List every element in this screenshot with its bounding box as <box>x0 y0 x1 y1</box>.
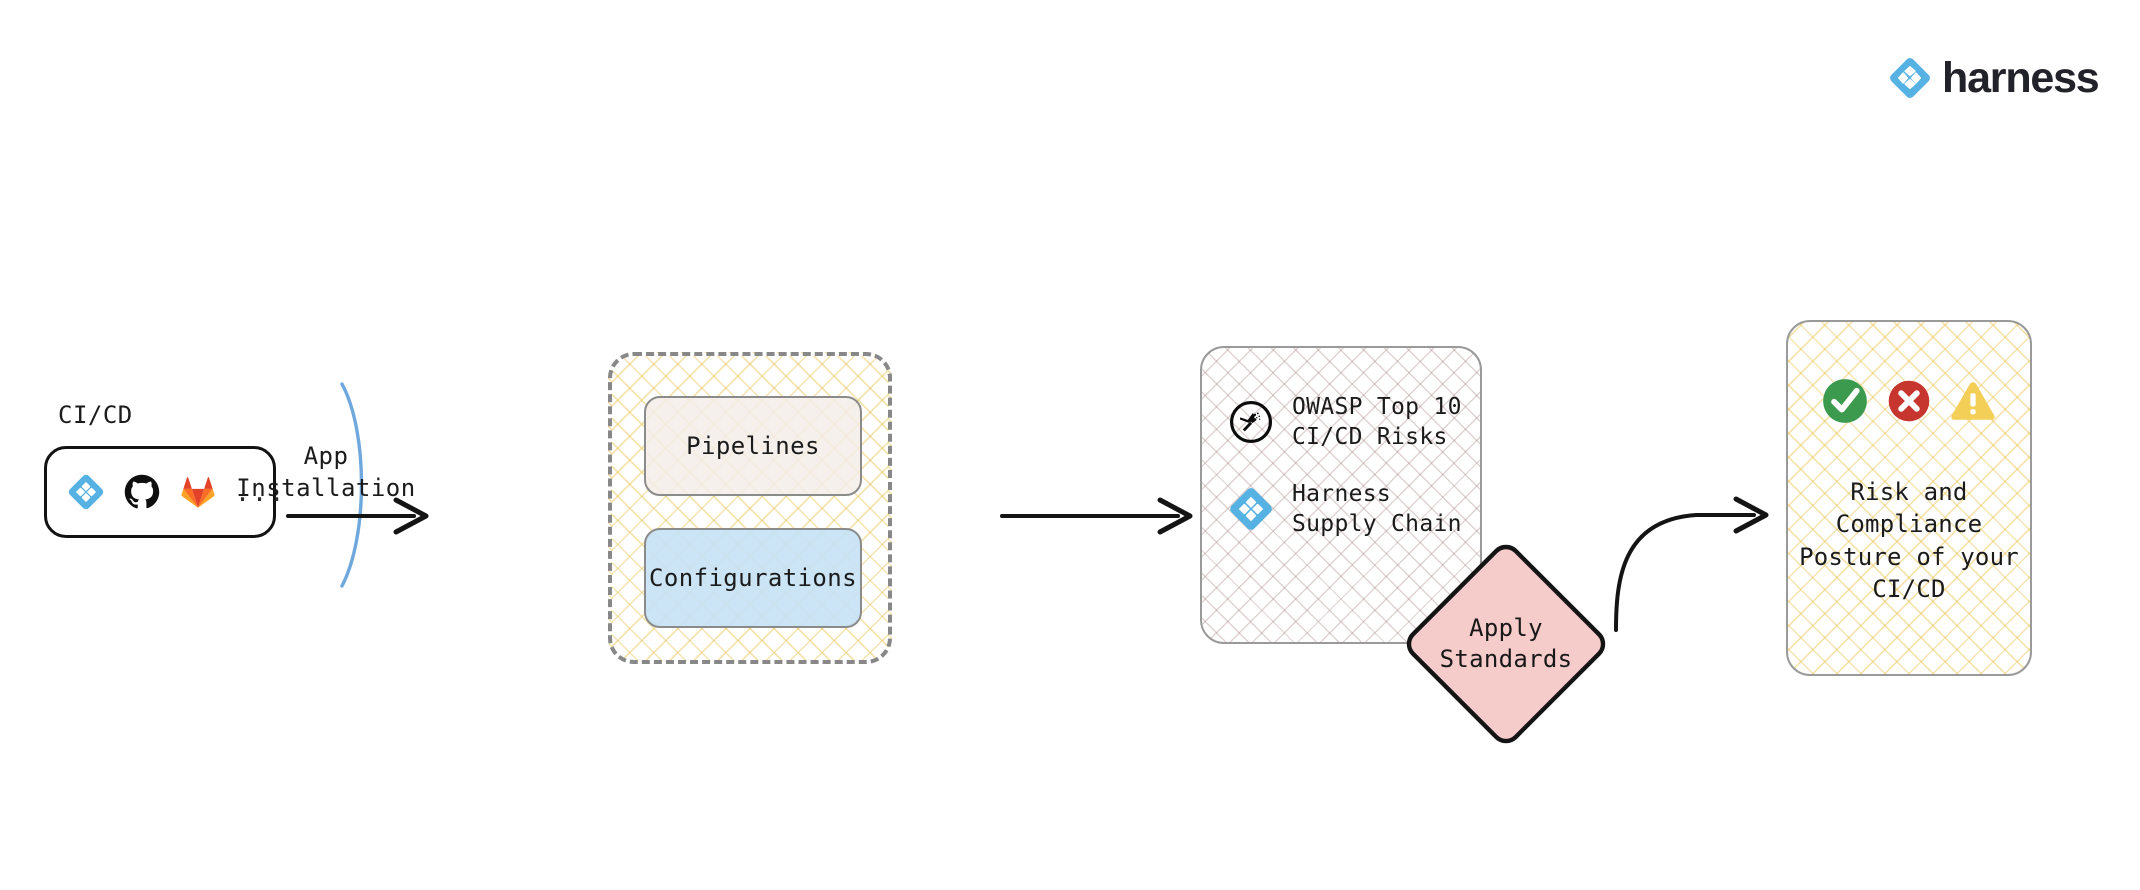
cicd-sources-box: ... <box>44 446 284 538</box>
status-icon-group <box>1820 376 1998 426</box>
apply-standards-node[interactable]: Apply Standards <box>1404 542 1608 746</box>
gitlab-icon <box>181 477 215 508</box>
arrow-apply-to-outcome <box>1614 496 1769 632</box>
harness-diamond-icon <box>1230 488 1272 530</box>
owasp-icon <box>1230 401 1272 444</box>
x-circle-icon <box>1888 380 1930 422</box>
artifact-card-pipelines-label: Pipelines <box>686 432 820 460</box>
artifact-card-pipelines[interactable]: Pipelines <box>644 396 862 496</box>
standard-item-harness-supply-chain-label: Harness Supply Chain <box>1292 480 1462 538</box>
outcome-box: Risk and Compliance Posture of your CI/C… <box>1786 320 2032 676</box>
outcome-description: Risk and Compliance Posture of your CI/C… <box>1799 478 2019 604</box>
github-icon <box>124 474 160 509</box>
artifact-card-configurations-label: Configurations <box>649 564 857 592</box>
harness-diamond-icon <box>68 474 104 510</box>
standard-item-harness-supply-chain: Harness Supply Chain <box>1228 479 1480 540</box>
harness-diamond-icon <box>1890 58 1930 98</box>
apply-standards-label: Apply Standards <box>1439 613 1573 673</box>
app-installation-boundary-arc <box>340 382 364 588</box>
arrow-artifacts-to-standards <box>1000 497 1193 535</box>
standard-item-owasp: OWASP Top 10 CI/CD Risks <box>1228 392 1480 453</box>
brand-wordmark: harness <box>1942 53 2100 102</box>
harness-brand-logo: harness <box>1888 53 2100 102</box>
artifacts-container: Pipelines Configurations <box>608 352 892 664</box>
arrow-sources-to-artifacts <box>286 497 429 535</box>
cicd-section-title: CI/CD <box>58 401 133 429</box>
check-circle-icon <box>1823 379 1867 423</box>
standard-item-owasp-label: OWASP Top 10 CI/CD Risks <box>1292 394 1462 451</box>
app-installation-label: App Installation <box>236 442 416 502</box>
artifact-card-configurations[interactable]: Configurations <box>644 528 862 628</box>
diamond-shape <box>1406 544 1606 744</box>
standards-box: OWASP Top 10 CI/CD Risks Harness Supply … <box>1200 346 1482 644</box>
warning-triangle-icon <box>1951 382 1995 420</box>
